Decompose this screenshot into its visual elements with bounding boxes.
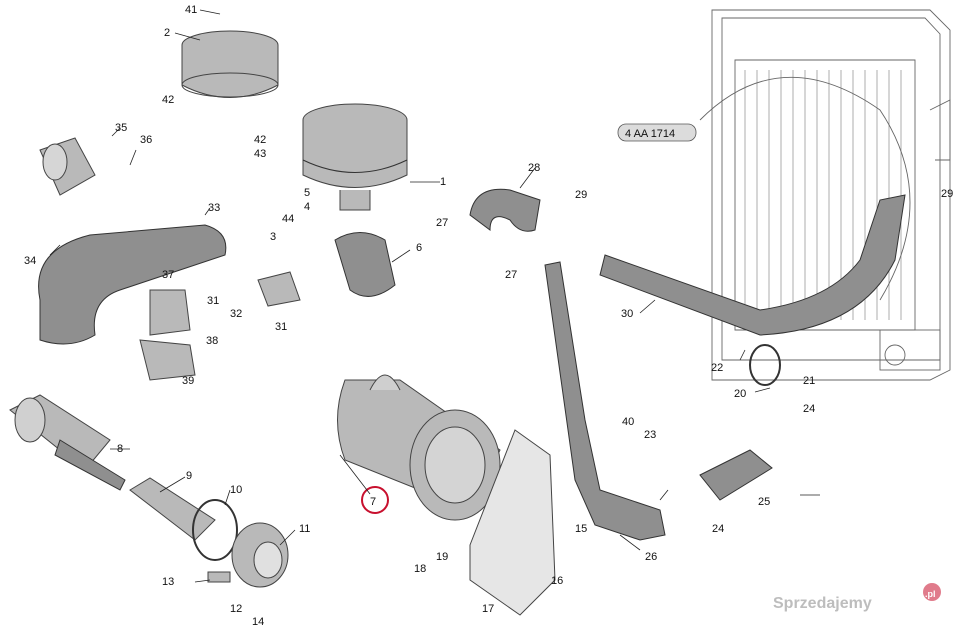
callout-17: 17 (482, 603, 494, 615)
callout-32: 32 (230, 308, 242, 320)
callout-28: 28 (528, 162, 540, 174)
callout-23: 23 (644, 429, 656, 441)
callout-36: 36 (140, 134, 152, 146)
callout-21: 21 (803, 375, 815, 387)
callout-8: 8 (117, 443, 123, 455)
callout-6: 6 (416, 242, 422, 254)
callout-13: 13 (162, 576, 174, 588)
clamp-10 (192, 499, 238, 561)
elbow-35 (39, 137, 96, 196)
callout-43: 43 (254, 148, 266, 160)
callout-34: 34 (24, 255, 36, 267)
hose-33 (38, 224, 227, 345)
callout-7: 7 (370, 496, 376, 508)
callout-27b: 27 (505, 269, 517, 281)
callout-38: 38 (206, 335, 218, 347)
callout-3: 3 (270, 231, 276, 243)
callout-31a: 31 (207, 295, 219, 307)
callout-9: 9 (186, 470, 192, 482)
callout-22: 22 (711, 362, 723, 374)
callout-42b: 42 (254, 134, 266, 146)
clip-12-13 (207, 571, 231, 583)
callout-11: 11 (299, 523, 310, 535)
callout-30: 30 (621, 308, 633, 320)
callout-44: 44 (282, 213, 294, 225)
pipe-26 (544, 261, 666, 541)
reference-tag: 4 AA 1714 (617, 123, 697, 142)
callout-40: 40 (622, 416, 634, 428)
bracket-17 (469, 429, 556, 616)
precleaner-11 (231, 522, 289, 588)
leader-lines (49, 9, 820, 583)
air-filter-cap-2 (181, 30, 279, 98)
callout-33: 33 (208, 202, 220, 214)
elbow-hose-6 (334, 232, 396, 297)
callout-19: 19 (436, 551, 448, 563)
hose-30 (599, 194, 906, 336)
callout-37: 37 (162, 269, 174, 281)
callout-24a: 24 (803, 403, 815, 415)
prefilter-1 (302, 103, 408, 211)
callout-4: 4 (304, 201, 310, 213)
callout-39: 39 (182, 375, 194, 387)
callout-10: 10 (230, 484, 242, 496)
callout-31b: 31 (275, 321, 287, 333)
callout-42a: 42 (162, 94, 174, 106)
callout-2: 2 (164, 27, 170, 39)
callout-27a: 27 (436, 217, 448, 229)
watermark-suffix: .pl (925, 589, 936, 599)
corrugated-hose-25 (699, 449, 773, 501)
highlight-ring-7 (361, 486, 389, 514)
callout-18: 18 (414, 563, 426, 575)
callout-25: 25 (758, 496, 770, 508)
callout-29b: 29 (941, 188, 953, 200)
callout-41: 41 (185, 4, 197, 16)
callout-24b: 24 (712, 523, 724, 535)
callout-15: 15 (575, 523, 587, 535)
callout-1: 1 (440, 176, 446, 188)
watermark: Sprzedajemy .pl (773, 583, 941, 612)
reference-tag-text: 4 AA 1714 (625, 128, 675, 140)
callout-35: 35 (115, 122, 127, 134)
callout-labels: 41 2 42 42 43 1 35 36 33 34 5 4 44 3 6 3… (24, 4, 953, 628)
callout-16: 16 (551, 575, 563, 587)
air-filter-housing-7 (337, 374, 501, 521)
clamp-20 (749, 344, 781, 386)
callout-20: 20 (734, 388, 746, 400)
inlet-cylinder-8 (9, 394, 126, 491)
hose-28 (469, 188, 541, 232)
sleeve-32 (257, 271, 301, 307)
callout-26: 26 (645, 551, 657, 563)
callout-14: 14 (252, 616, 264, 628)
callout-29a: 29 (575, 189, 587, 201)
callout-12: 12 (230, 603, 242, 615)
bracket-38-39 (139, 289, 196, 381)
watermark-text: Sprzedajemy (773, 595, 872, 612)
mesh-tube-9 (129, 477, 216, 541)
callout-5: 5 (304, 187, 310, 199)
